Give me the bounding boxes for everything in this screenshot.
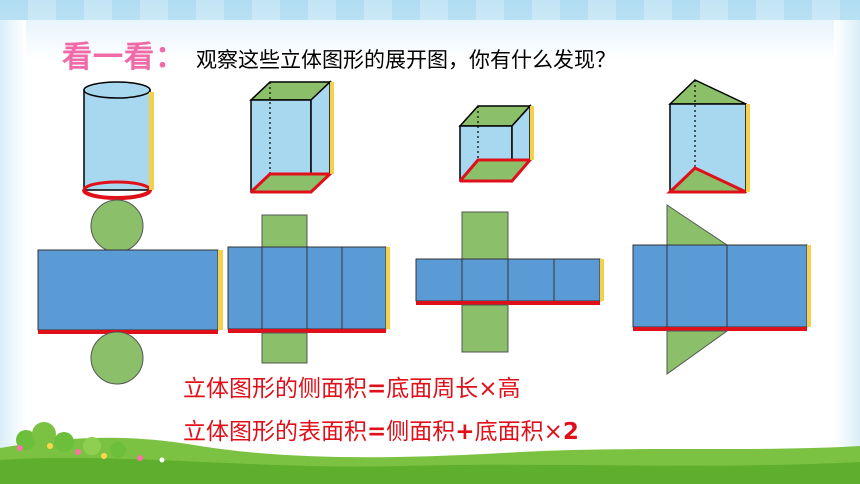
lateral-area-formula: 立体图形的侧面积=底面周长×高 [183,369,521,403]
title-label: 看一看 [62,40,155,75]
left-border [0,20,26,460]
formula2-plus: + [455,419,475,445]
right-border [834,20,860,460]
prism-net [227,214,390,364]
top-border [0,0,860,20]
title-question: 观察这些立体图形的展开图，你有什么发现？ [196,48,616,72]
formula2-equals: = [367,419,387,445]
surface-area-formula: 立体图形的表面积=侧面积+底面积×2 [183,412,579,446]
title-colon: ： [155,40,186,75]
formula1-part2: 底面周长×高 [386,376,521,402]
cylinder-net [37,199,223,385]
prism-solid [249,80,334,194]
cube-solid [458,104,534,184]
formula2-part1: 立体图形的表面积 [183,419,367,445]
formula2-part2: 侧面积 [386,419,456,445]
formula2-two: 2 [562,419,579,445]
cube-net [415,211,604,353]
triangular-prism-solid [666,79,750,194]
triangular-prism-net [632,204,811,375]
flower-cluster [16,422,165,463]
title-row: 看一看 ： 观察这些立体图形的展开图，你有什么发现？ [62,32,616,76]
formula1-part1: 立体图形的侧面积 [183,376,367,402]
formula1-equals: = [367,376,387,402]
formula2-part3: 底面积× [474,419,563,445]
cylinder-solid [82,81,154,200]
